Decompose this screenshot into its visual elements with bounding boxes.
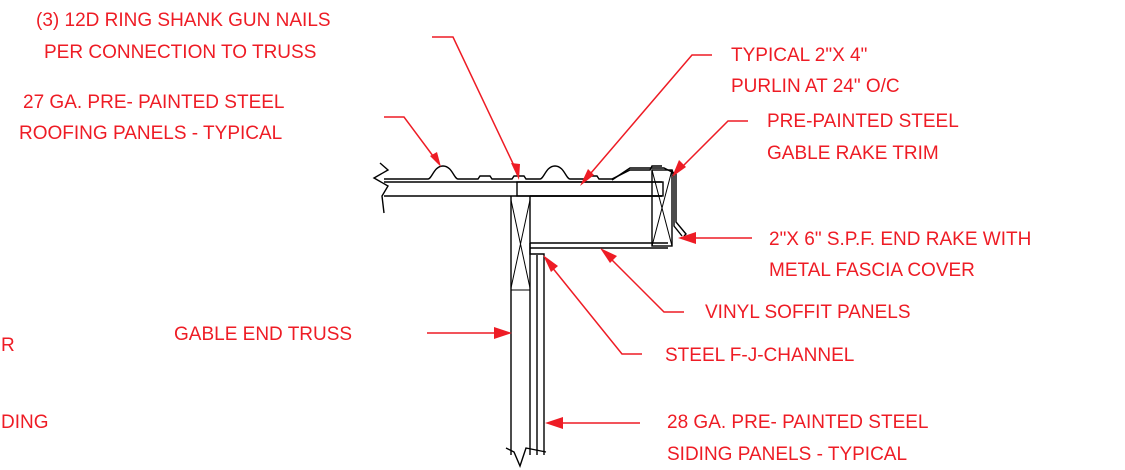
gable-rake-trim <box>611 167 687 237</box>
end-rake-board <box>651 169 673 247</box>
label-purlin: TYPICAL 2"X 4" <box>731 45 867 66</box>
leader-nails <box>432 36 518 173</box>
leader-channel <box>546 260 642 355</box>
label-roof-panels: ROOFING PANELS - TYPICAL <box>19 123 282 144</box>
label-siding: 28 GA. PRE- PAINTED STEEL <box>667 412 929 433</box>
cropped-label-fragment: R <box>1 335 15 356</box>
label-end-rake: 2"X 6" S.P.F. END RAKE WITH <box>769 229 1031 250</box>
arrow-truss <box>494 327 512 339</box>
label-siding: SIDING PANELS - TYPICAL <box>667 444 907 465</box>
leaders <box>384 36 752 429</box>
arrow-nails <box>511 163 520 180</box>
end-rake-cross-b <box>651 169 673 247</box>
label-rake-trim: GABLE RAKE TRIM <box>767 143 939 164</box>
cropped-label-fragment: DING <box>1 412 49 433</box>
arrow-rake-trim <box>672 160 686 177</box>
label-rake-trim: PRE-PAINTED STEEL <box>767 111 959 132</box>
label-soffit: VINYL SOFFIT PANELS <box>705 302 911 323</box>
label-nails: PER CONNECTION TO TRUSS <box>44 42 316 63</box>
label-channel: STEEL F-J-CHANNEL <box>665 345 854 366</box>
arrow-siding <box>545 417 563 429</box>
leader-rake-trim <box>676 120 748 173</box>
label-purlin: PURLIN AT 24" O/C <box>731 76 900 97</box>
break-line <box>372 162 390 214</box>
leader-soffit <box>603 251 684 313</box>
truss-block-cross-b <box>510 199 531 289</box>
label-nails: (3) 12D RING SHANK GUN NAILS <box>36 10 331 31</box>
arrow-channel <box>543 255 558 272</box>
roofing-panel-profile <box>384 165 662 180</box>
arrow-end-rake <box>678 232 696 244</box>
label-end-rake: METAL FASCIA COVER <box>769 260 975 281</box>
wall-break-line <box>505 447 547 468</box>
label-truss: GABLE END TRUSS <box>174 324 352 345</box>
arrow-roof-panels <box>430 152 441 167</box>
labels: (3) 12D RING SHANK GUN NAILS PER CONNECT… <box>1 10 1031 465</box>
leader-purlin <box>584 54 712 181</box>
arrow-soffit <box>600 248 617 263</box>
metal-fascia-cover <box>671 169 683 237</box>
leader-roof-panels <box>384 116 437 161</box>
arrow-purlin <box>580 169 594 186</box>
label-roof-panels: 27 GA. PRE- PAINTED STEEL <box>23 92 285 113</box>
wall-assembly <box>505 195 547 468</box>
purlin <box>516 181 664 197</box>
